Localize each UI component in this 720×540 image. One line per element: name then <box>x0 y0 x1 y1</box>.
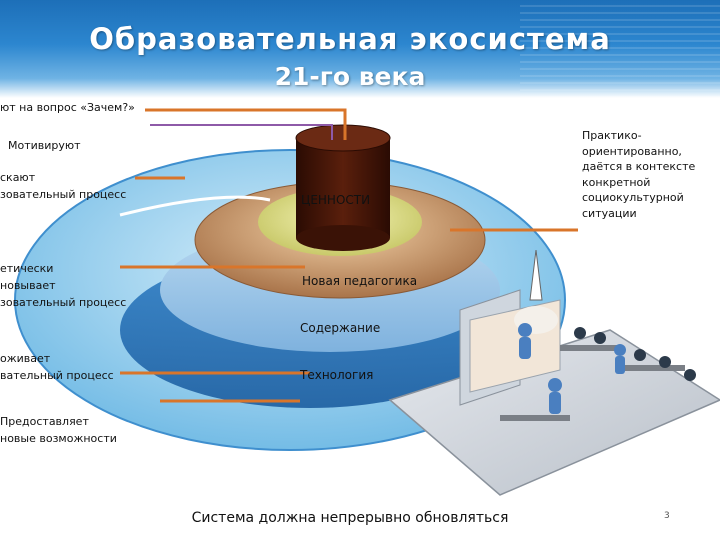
slide-subtitle: 21-го века <box>274 62 426 91</box>
context-description: Практико- ориентированно, даётся в конте… <box>582 129 696 220</box>
slide-header <box>0 0 720 98</box>
values-cylinder-body <box>296 138 390 238</box>
label-provide: Предоставляет новые возможности <box>0 415 117 445</box>
label-motivate: Мотивируют <box>8 139 81 152</box>
layer-label-values: ЦЕННОСТИ <box>301 193 371 207</box>
layer-label-pedagogy: Новая педагогика <box>302 274 418 288</box>
header-decoration <box>520 0 720 98</box>
label-renew: етически новывает зовательный процесс <box>0 262 127 309</box>
values-cylinder-bottom <box>296 225 390 251</box>
label-why: ют на вопрос «Зачем?» <box>0 101 135 114</box>
connector-motivate <box>150 124 333 140</box>
layer-label-technology: Технология <box>300 368 374 382</box>
page-number: 3 <box>664 511 670 521</box>
layer-label-content: Содержание <box>300 321 381 335</box>
connector-lines <box>120 108 578 403</box>
monitors <box>574 327 696 381</box>
values-cylinder-top <box>295 124 391 152</box>
desks <box>500 345 685 421</box>
slide-title: Образовательная экосистема <box>89 22 611 56</box>
connector-why <box>145 108 347 140</box>
slide-footer: Система должна непрерывно обновляться <box>191 510 509 526</box>
label-launch: скают зовательный процесс <box>0 171 127 201</box>
cycle-arrow <box>119 195 271 217</box>
rocket <box>529 249 543 301</box>
label-support: оживает вательный процесс <box>0 352 114 382</box>
classroom-illustration <box>388 249 720 496</box>
people <box>518 323 626 414</box>
